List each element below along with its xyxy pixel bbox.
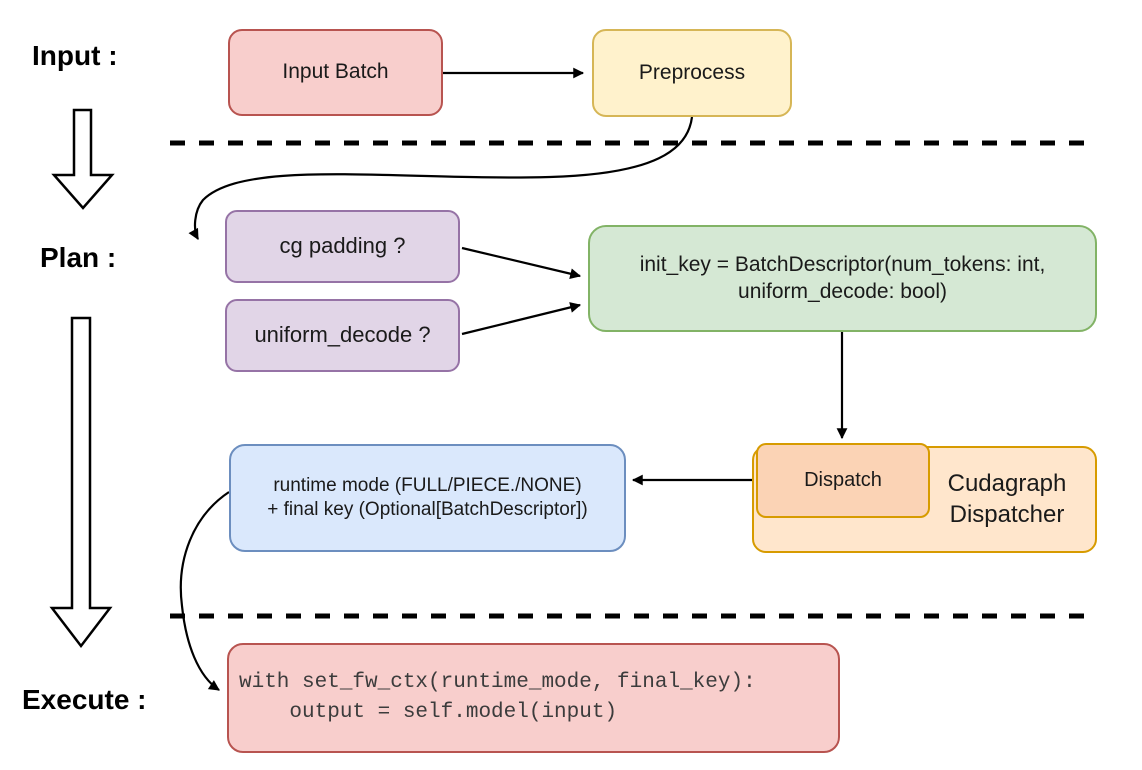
node-dispatch-label: Dispatch <box>804 468 882 491</box>
node-dispatch: Dispatch <box>756 443 930 518</box>
node-cudagraph-dispatcher-line2: Dispatcher <box>949 500 1065 528</box>
node-preprocess-label: Preprocess <box>638 60 746 84</box>
arrow-uniform-decode-to-init-key <box>461 302 582 336</box>
node-execute-code-line2: output = self.model(input) <box>239 701 618 724</box>
node-uniform-decode: uniform_decode ? <box>225 299 460 372</box>
node-cg-padding-label: cg padding ? <box>279 233 406 259</box>
stage-arrow-input-to-plan-icon <box>51 108 115 210</box>
node-uniform-decode-label: uniform_decode ? <box>254 322 431 348</box>
node-execute-code-line1: with set_fw_ctx(runtime_mode, final_key)… <box>239 671 756 695</box>
stage-label-execute: Execute : <box>22 684 147 715</box>
stage-label-input: Input : <box>32 40 118 71</box>
node-input-batch-label: Input Batch <box>282 60 389 84</box>
node-runtime-mode-line1: runtime mode (FULL/PIECE./NONE) <box>273 474 582 496</box>
arrow-cg-padding-to-init-key <box>461 246 582 280</box>
stage-arrow-plan-to-execute-icon <box>49 316 113 649</box>
node-init-key-line2: uniform_decode: bool) <box>738 279 947 303</box>
node-init-key: init_key = BatchDescriptor(num_tokens: i… <box>588 225 1097 332</box>
node-input-batch: Input Batch <box>228 29 443 116</box>
arrow-runtime-mode-to-execute-code <box>179 491 230 691</box>
node-execute-code: with set_fw_ctx(runtime_mode, final_key)… <box>227 643 840 753</box>
node-init-key-line1: init_key = BatchDescriptor(num_tokens: i… <box>639 252 1046 276</box>
node-runtime-mode: runtime mode (FULL/PIECE./NONE) + final … <box>229 444 626 552</box>
node-cudagraph-dispatcher-line1: Cudagraph <box>947 469 1067 497</box>
node-preprocess: Preprocess <box>592 29 792 117</box>
node-runtime-mode-line2: + final key (Optional[BatchDescriptor]) <box>267 499 588 520</box>
stage-label-plan: Plan : <box>40 242 117 273</box>
node-cg-padding: cg padding ? <box>225 210 460 283</box>
